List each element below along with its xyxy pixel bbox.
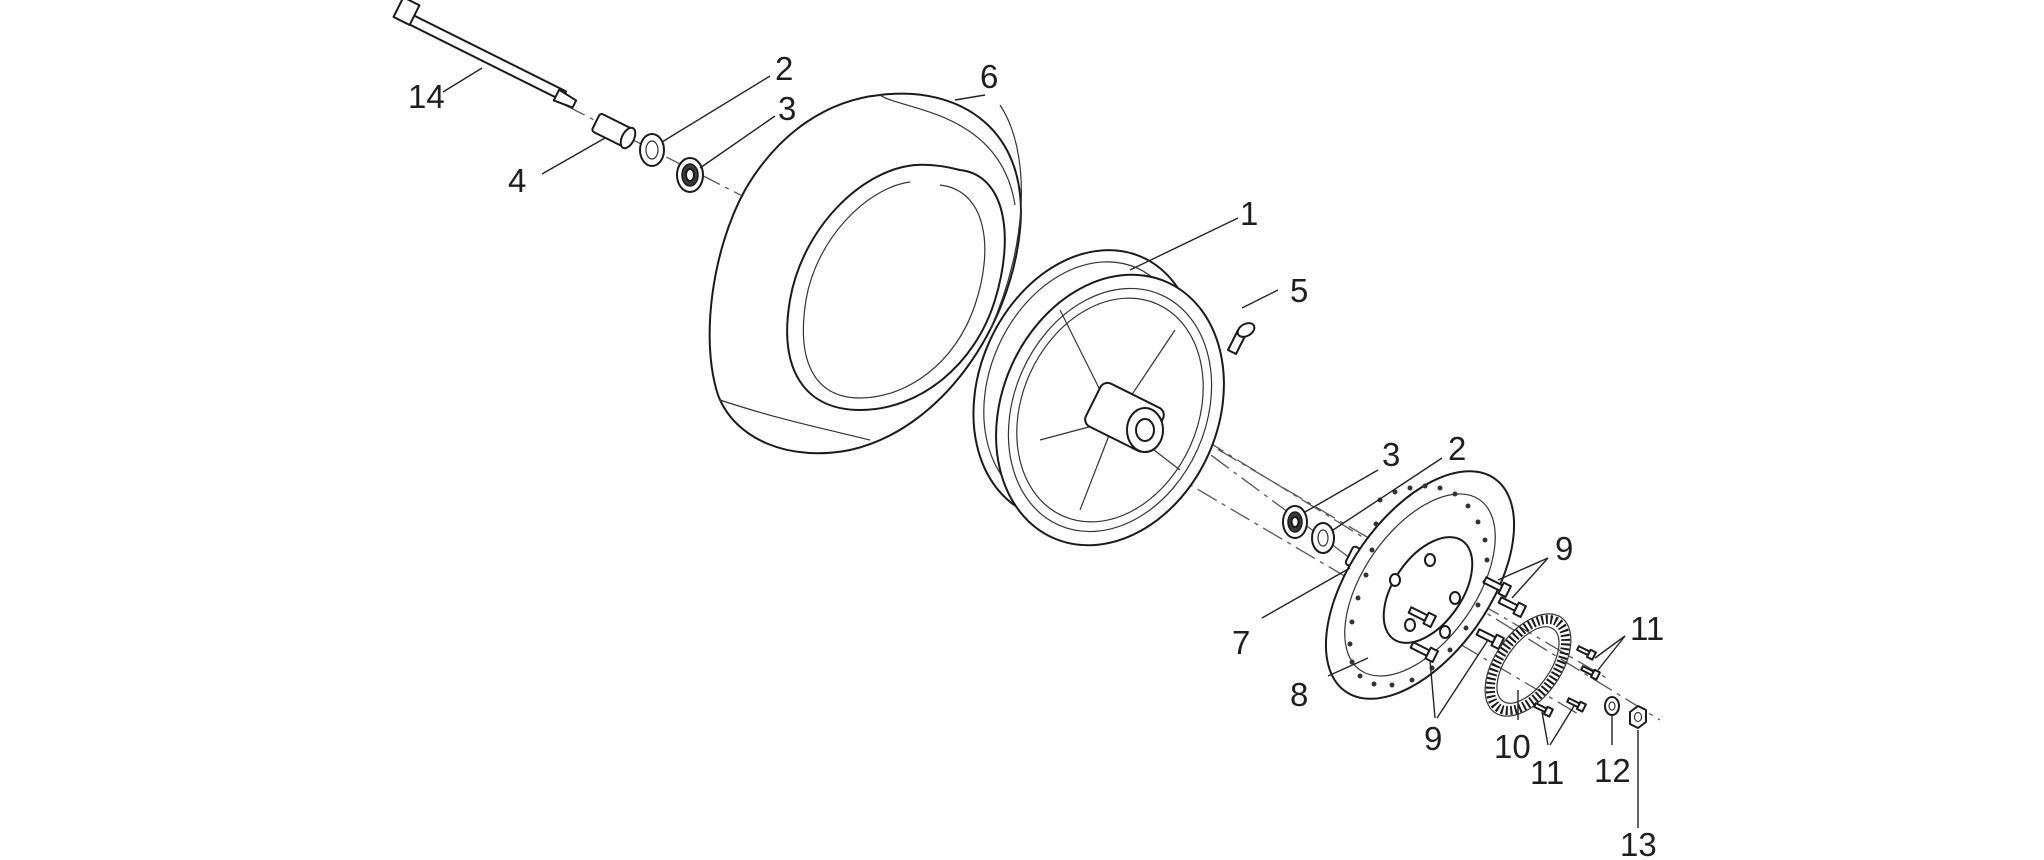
callout-5: 5 xyxy=(1290,272,1308,309)
callout-2-top: 2 xyxy=(775,50,793,87)
callout-3-top: 3 xyxy=(778,90,796,127)
spacer-part-4 xyxy=(591,113,637,150)
callout-9-bottom: 9 xyxy=(1424,720,1442,757)
callout-2-bottom: 2 xyxy=(1448,430,1466,467)
callout-1: 1 xyxy=(1240,195,1258,232)
nut-part-13 xyxy=(1629,705,1647,729)
callout-8: 8 xyxy=(1290,676,1308,713)
callout-9-top: 9 xyxy=(1555,530,1573,567)
callout-10: 10 xyxy=(1494,728,1531,765)
brake-disc-part-8 xyxy=(1324,470,1516,700)
rim-part-1 xyxy=(972,249,1225,547)
callout-6: 6 xyxy=(980,58,998,95)
callout-12: 12 xyxy=(1594,752,1631,789)
bearing-part-3-top xyxy=(676,157,704,193)
callout-7: 7 xyxy=(1232,624,1250,661)
screws-part-9 xyxy=(1407,576,1527,663)
valve-part-5 xyxy=(1227,322,1256,355)
tone-ring-part-10 xyxy=(1484,613,1572,717)
seal-part-2-top xyxy=(639,133,665,167)
washer-part-12 xyxy=(1604,696,1620,716)
callout-4: 4 xyxy=(508,162,526,199)
callout-labels: 14 4 2 3 6 1 5 3 2 7 8 9 9 10 11 11 12 1… xyxy=(408,50,1664,860)
callout-13: 13 xyxy=(1620,826,1657,860)
seal-part-2-bottom xyxy=(1311,522,1335,554)
axle-part-14 xyxy=(392,0,578,109)
bearing-part-3-bottom xyxy=(1282,505,1308,539)
tyre-part-6 xyxy=(708,92,1022,455)
callout-11-top: 11 xyxy=(1630,610,1664,647)
callout-14: 14 xyxy=(408,78,445,115)
screws-part-11 xyxy=(1533,645,1601,718)
callout-11-bottom: 11 xyxy=(1530,754,1564,791)
callout-3-bottom: 3 xyxy=(1382,436,1400,473)
leader-lines xyxy=(442,67,1639,828)
